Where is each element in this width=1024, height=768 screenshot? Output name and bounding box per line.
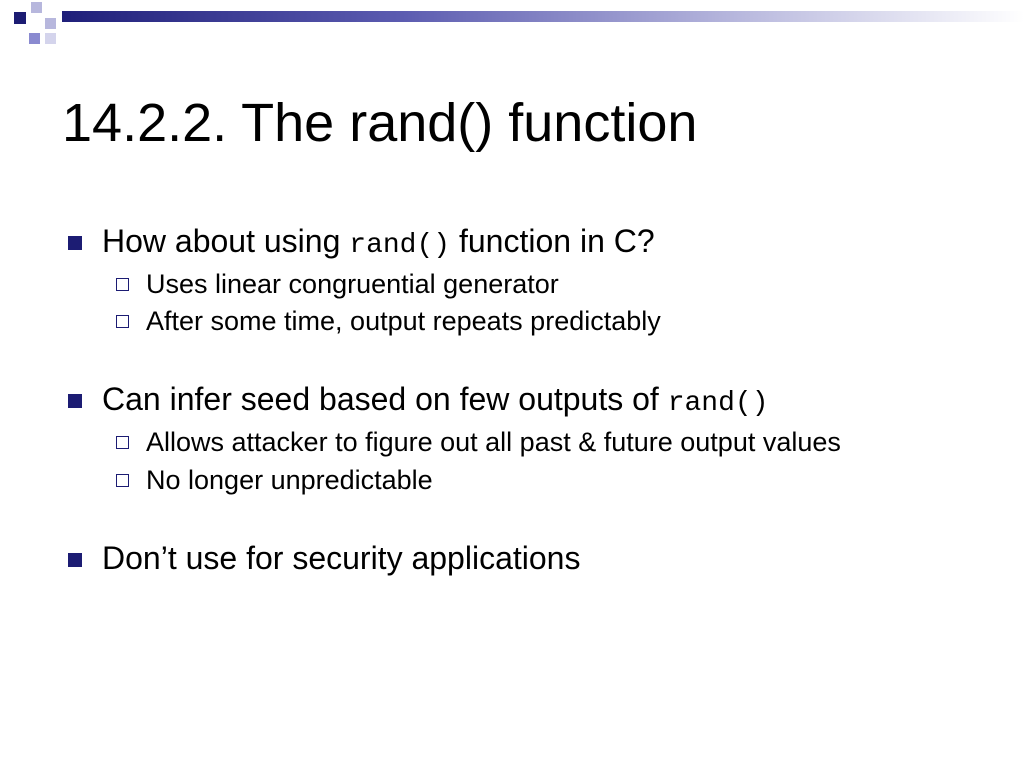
square-bullet-icon [68, 394, 82, 409]
sub-bullet-list: Uses linear congruential generator After… [102, 269, 962, 339]
bullet-text: Don’t use for security applications [102, 539, 581, 576]
sub-bullet-text: Allows attacker to figure out all past &… [146, 426, 841, 457]
header-decoration [0, 0, 1024, 70]
bullet-text: function in C? [450, 223, 655, 259]
bullet-code: rand() [349, 230, 451, 261]
bullet-code: rand() [667, 388, 769, 420]
sub-bullet-item: Uses linear congruential generator [102, 269, 962, 301]
sub-bullet-item: After some time, output repeats predicta… [102, 306, 962, 338]
bullet-item: How about using rand() function in C? Us… [62, 222, 962, 338]
sub-bullet-item: Allows attacker to figure out all past &… [102, 427, 962, 459]
bullet-list: How about using rand() function in C? Us… [62, 222, 962, 577]
square-bullet-icon [68, 236, 82, 250]
deco-square-light [45, 33, 56, 44]
bullet-item: Don’t use for security applications [62, 539, 962, 577]
hollow-square-bullet-icon [116, 315, 129, 329]
bullet-text: How about using [102, 223, 350, 259]
deco-square-light [31, 2, 42, 13]
bullet-text: Can infer seed based on few outputs of [102, 381, 668, 418]
sub-bullet-item: No longer unpredictable [102, 465, 962, 497]
sub-bullet-text: After some time, output repeats predicta… [146, 306, 661, 337]
hollow-square-bullet-icon [116, 473, 129, 487]
sub-bullet-text: No longer unpredictable [146, 464, 433, 495]
sub-bullet-text: Uses linear congruential generator [146, 268, 559, 299]
bullet-item: Can infer seed based on few outputs of r… [62, 380, 962, 496]
header-gradient-bar [62, 11, 1024, 22]
slide-title: 14.2.2. The rand() function [62, 93, 698, 153]
deco-square-mid [29, 33, 40, 44]
square-bullet-icon [68, 552, 82, 567]
hollow-square-bullet-icon [116, 277, 129, 291]
deco-square-dark [14, 12, 26, 24]
deco-square-light [45, 18, 56, 29]
hollow-square-bullet-icon [116, 435, 129, 449]
sub-bullet-list: Allows attacker to figure out all past &… [102, 427, 962, 497]
